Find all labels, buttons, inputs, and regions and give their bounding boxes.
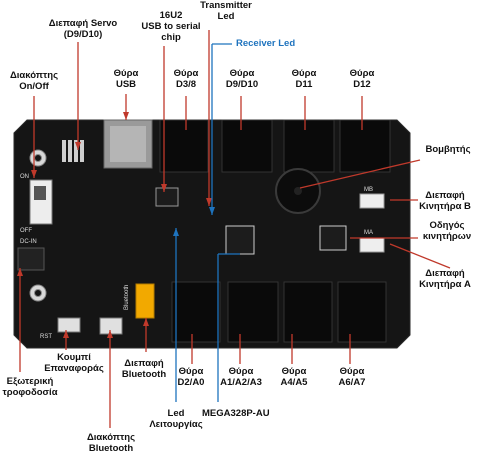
motor-a-connector [359, 237, 385, 253]
silk-off: OFF [20, 228, 32, 234]
label-mcu: MEGA328P-AU [202, 408, 270, 419]
label-servo: Διεπαφή Servo(D9/D10) [48, 18, 118, 40]
usb-chip [155, 187, 179, 207]
reset-button-part [57, 317, 81, 333]
silk-ma: MA [364, 230, 373, 236]
silk-rst: RST [40, 334, 52, 340]
red-callouts [19, 30, 451, 428]
silk-on: ON [20, 174, 29, 180]
red-arrowheads [17, 112, 212, 338]
silk-bluetooth: Bluetooth [124, 285, 130, 310]
motor-b-connector [359, 193, 385, 209]
servo-header [62, 140, 84, 162]
silk-dcin: DC-IN [20, 239, 37, 245]
bt-switch-part [99, 317, 123, 335]
label-buzzer: Βομβητής [425, 144, 471, 155]
mcu-chip [225, 225, 255, 255]
blue-arrowheads [173, 207, 215, 236]
blue-callouts [175, 43, 240, 402]
bluetooth-header [135, 283, 155, 319]
dc-jack [17, 247, 45, 271]
label-rx-led: Receiver Led [236, 38, 296, 49]
driver-chip [319, 225, 347, 251]
rj-ports-top [159, 119, 391, 173]
rj-ports-bottom [171, 281, 387, 343]
silk-mb: MB [364, 187, 373, 193]
